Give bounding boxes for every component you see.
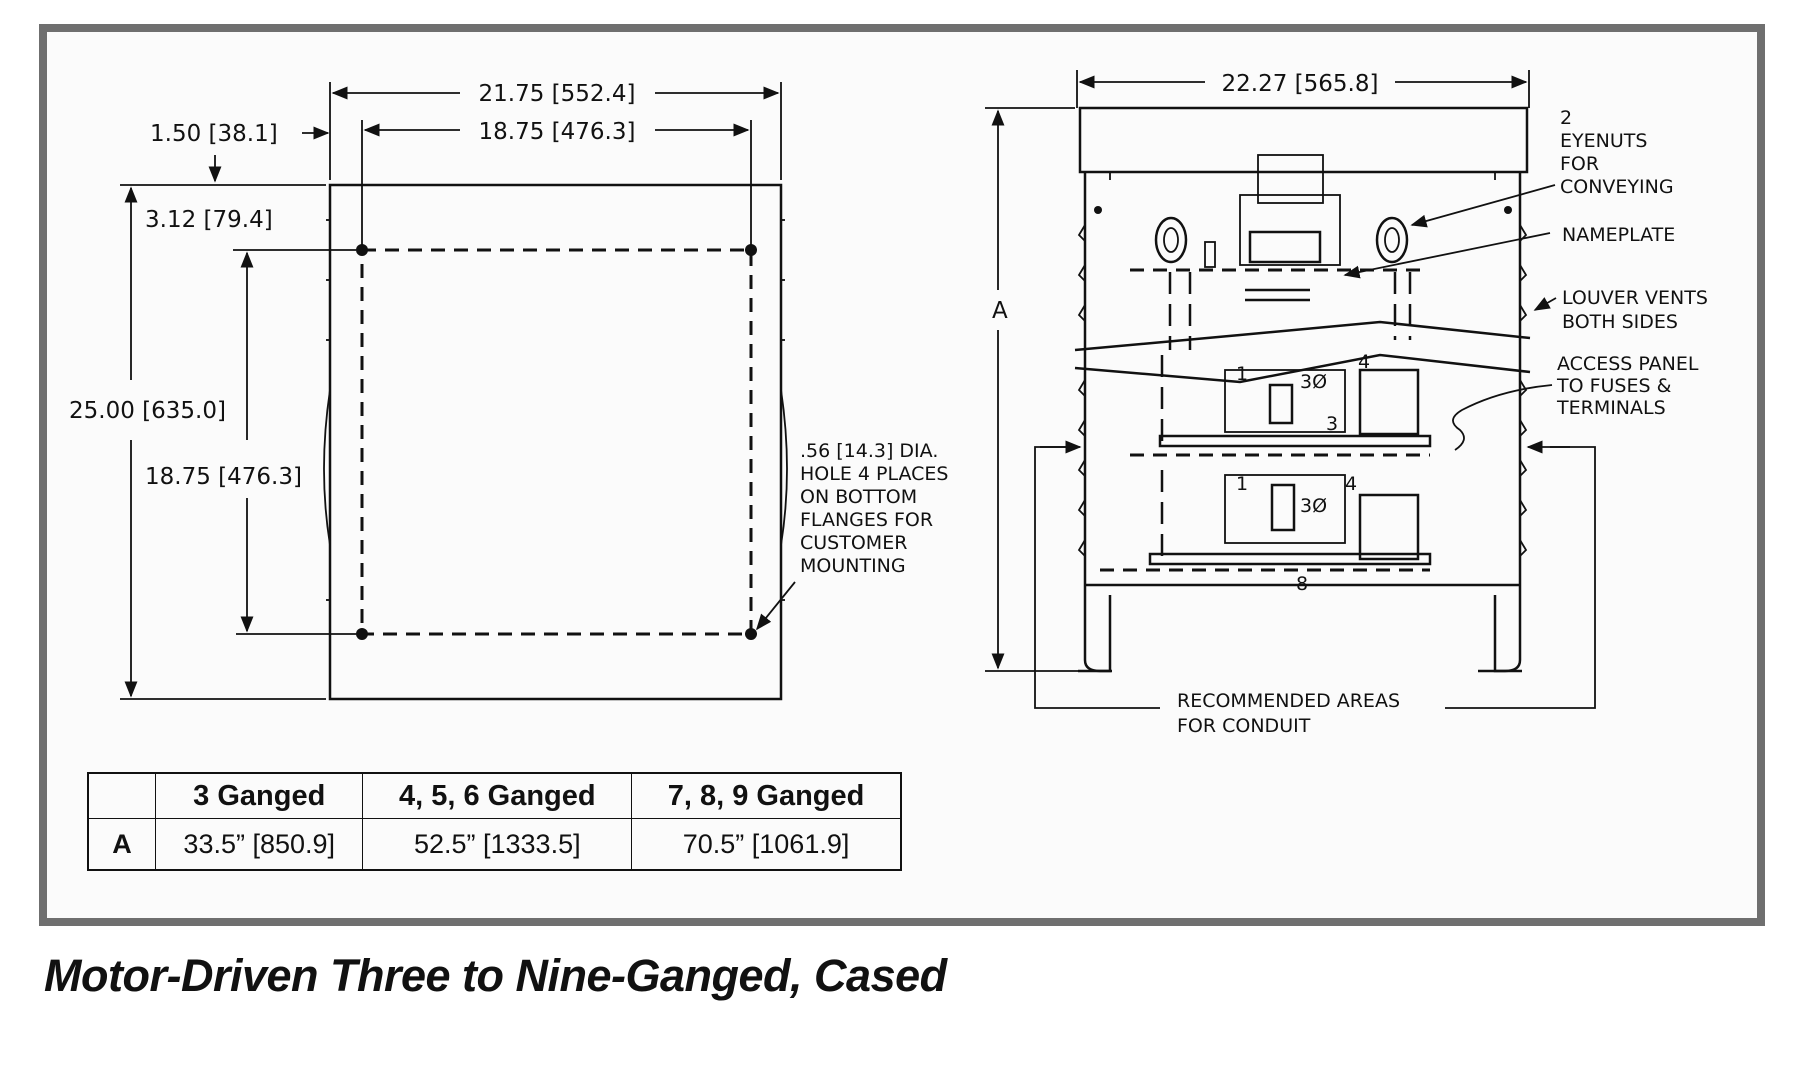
- dim-hole-spacing-width: 18.75 [476.3]: [479, 119, 636, 145]
- eyenut: [1154, 216, 1188, 264]
- figure-caption: Motor-Driven Three to Nine-Ganged, Cased: [44, 950, 947, 1001]
- callout-access-leader: [1452, 384, 1553, 451]
- eyenut: [1375, 216, 1409, 264]
- table-cell: 33.5” [850.9]: [154, 818, 363, 870]
- label-one: 1: [1236, 363, 1248, 385]
- hole-note: .56 [14.3] DIA. HOLE 4 PLACES ON BOTTOM …: [800, 440, 955, 577]
- hole-note-line: .56 [14.3] DIA.: [800, 440, 938, 462]
- callout-conduit: RECOMMENDED AREAS FOR CONDUIT: [1177, 690, 1406, 737]
- switch-assembly-lower: 3Ø 1 4: [1148, 470, 1432, 566]
- table-header-cell: 7, 8, 9 Ganged: [631, 773, 901, 819]
- break-line-bottom: [1074, 353, 1531, 384]
- front-view: 21.75 [552.4] 18.75 [476.3] 1.50 [38.1] …: [69, 81, 955, 701]
- table-row-label: A: [112, 828, 132, 859]
- front-side-ticks: [326, 219, 785, 601]
- mounting-hole: [356, 628, 368, 640]
- table-header-cell: [88, 773, 156, 819]
- table-header-cell: 3 Ganged: [154, 773, 363, 819]
- table-header-cell: 4, 5, 6 Ganged: [362, 773, 632, 819]
- conduit-leader-right: [1445, 446, 1596, 709]
- label-eight: 8: [1296, 573, 1308, 595]
- label-four: 4: [1358, 351, 1370, 373]
- mounting-hole-pattern: [360, 248, 753, 636]
- side-view: 22.27 [565.8] A: [985, 70, 1714, 737]
- front-enclosure-outline: [328, 183, 783, 701]
- label-three-phase: 3Ø: [1300, 495, 1327, 517]
- dim-overall-height: 25.00 [635.0]: [69, 398, 226, 424]
- dim-height-a: A: [992, 298, 1008, 324]
- hole-note-leader: [755, 581, 796, 631]
- table-cell: 70.5” [1061.9]: [631, 818, 901, 870]
- mounting-hole: [745, 244, 757, 256]
- callout-nameplate: NAMEPLATE: [1562, 224, 1675, 246]
- front-left-handle: [323, 389, 331, 546]
- break-line-top: [1074, 320, 1531, 352]
- callout-access-panel: ACCESS PANEL TO FUSES & TERMINALS: [1556, 353, 1704, 419]
- callout-nameplate-leader: [1343, 232, 1551, 279]
- dim-overall-width: 21.75 [552.4]: [479, 81, 636, 107]
- table-row: A 33.5” [850.9] 52.5” [1333.5] 70.5” [10…: [88, 818, 901, 870]
- base-legs: [1078, 585, 1522, 673]
- motor-mechanism: [1204, 154, 1341, 302]
- dim-hole-spacing-height: 18.75 [476.3]: [145, 464, 302, 490]
- front-right-handle: [780, 389, 788, 546]
- mounting-hole: [745, 628, 757, 640]
- dim-side-offset: 1.50 [38.1]: [150, 121, 278, 147]
- callout-eyenuts: 2 EYENUTS FOR CONVEYING: [1560, 107, 1674, 198]
- label-one: 1: [1236, 473, 1248, 495]
- label-three-phase: 3Ø: [1300, 371, 1327, 393]
- table-header-row: 3 Ganged 4, 5, 6 Ganged 7, 8, 9 Ganged: [88, 773, 901, 819]
- hole-note-line: CUSTOMER: [800, 532, 907, 554]
- dim-side-width: 22.27 [565.8]: [1222, 71, 1379, 97]
- top-cover: [1078, 106, 1529, 174]
- dimension-table: 3 Ganged 4, 5, 6 Ganged 7, 8, 9 Ganged A…: [87, 772, 902, 871]
- callout-eyenuts-leader: [1410, 184, 1556, 228]
- callout-louver-leader: [1533, 297, 1557, 311]
- switch-assembly-upper: 3Ø 4 1 3: [1158, 351, 1432, 448]
- callout-louver: LOUVER VENTS BOTH SIDES: [1562, 287, 1714, 333]
- table-cell: 52.5” [1333.5]: [362, 818, 632, 870]
- label-four: 4: [1345, 473, 1357, 495]
- mounting-hole: [356, 244, 368, 256]
- hole-note-line: MOUNTING: [800, 555, 906, 577]
- hole-note-line: ON BOTTOM: [800, 486, 917, 508]
- hole-note-line: HOLE 4 PLACES: [800, 463, 948, 485]
- dim-top-offset: 3.12 [79.4]: [145, 207, 273, 233]
- label-three: 3: [1326, 413, 1338, 435]
- conduit-leader-left: [1034, 446, 1160, 709]
- hole-note-line: FLANGES FOR: [800, 509, 933, 531]
